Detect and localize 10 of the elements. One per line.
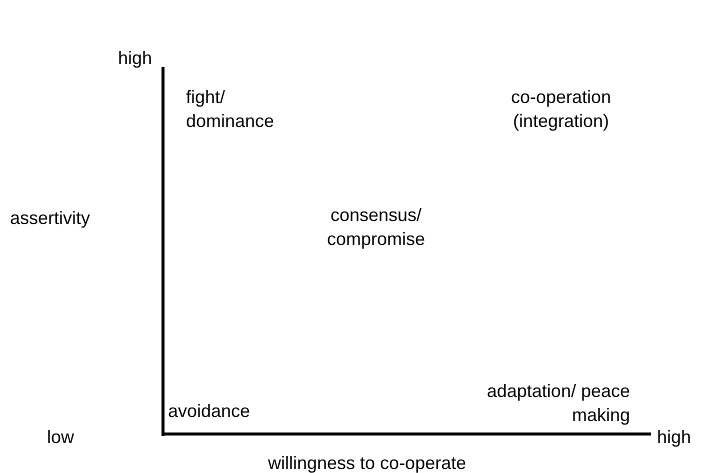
quadrant-label: consensus/ compromise (326, 204, 426, 251)
quadrant-label: co-operation (integration) (510, 86, 612, 133)
quadrant-label: avoidance (168, 400, 250, 423)
axis-title: assertivity (10, 207, 90, 230)
quadrant-label: fight/ dominance (186, 86, 276, 133)
quadrant-label: adaptation/ peace making (486, 380, 630, 427)
axis-title: willingness to co-operate (268, 452, 466, 473)
axis-end-label: low (47, 426, 74, 449)
axis-end-label: high (118, 47, 152, 70)
axis-end-label: high (657, 426, 692, 449)
